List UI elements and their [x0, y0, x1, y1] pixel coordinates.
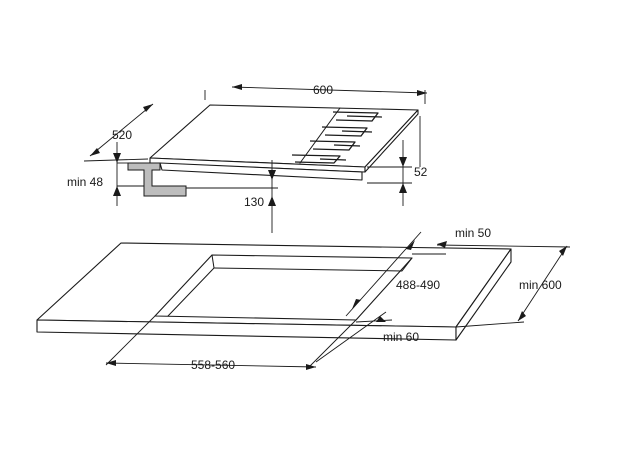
hob-panel-line [299, 107, 341, 164]
hob-control-tabs [291, 111, 383, 164]
cutout-inner-back [213, 257, 413, 272]
hob-drawing [127, 104, 419, 197]
countertop-dimensions: min 50 488-490 min 600 min 60 558-560 [105, 226, 571, 372]
hob-height-label: 52 [414, 165, 428, 179]
countertop-min-back-label: min 50 [455, 226, 491, 240]
countertop-min-front-label: min 60 [383, 330, 419, 344]
hob-dimensions: 600 520 52 min 48 130 [67, 83, 428, 233]
countertop-right-face [455, 248, 512, 341]
hob-body [159, 162, 363, 181]
hob-min-gap-label: min 48 [67, 175, 103, 189]
hob-clearance-label: 130 [244, 195, 264, 209]
hob-width-label: 600 [313, 83, 333, 97]
mounting-bracket [127, 162, 187, 197]
countertop-cutout-width-label: 558-560 [191, 358, 235, 372]
countertop-cutout-depth-label: 488-490 [396, 278, 440, 292]
hob-side-edge [364, 109, 419, 173]
countertop-min-depth-label: min 600 [519, 278, 562, 292]
hob-depth-label: 520 [112, 128, 132, 142]
